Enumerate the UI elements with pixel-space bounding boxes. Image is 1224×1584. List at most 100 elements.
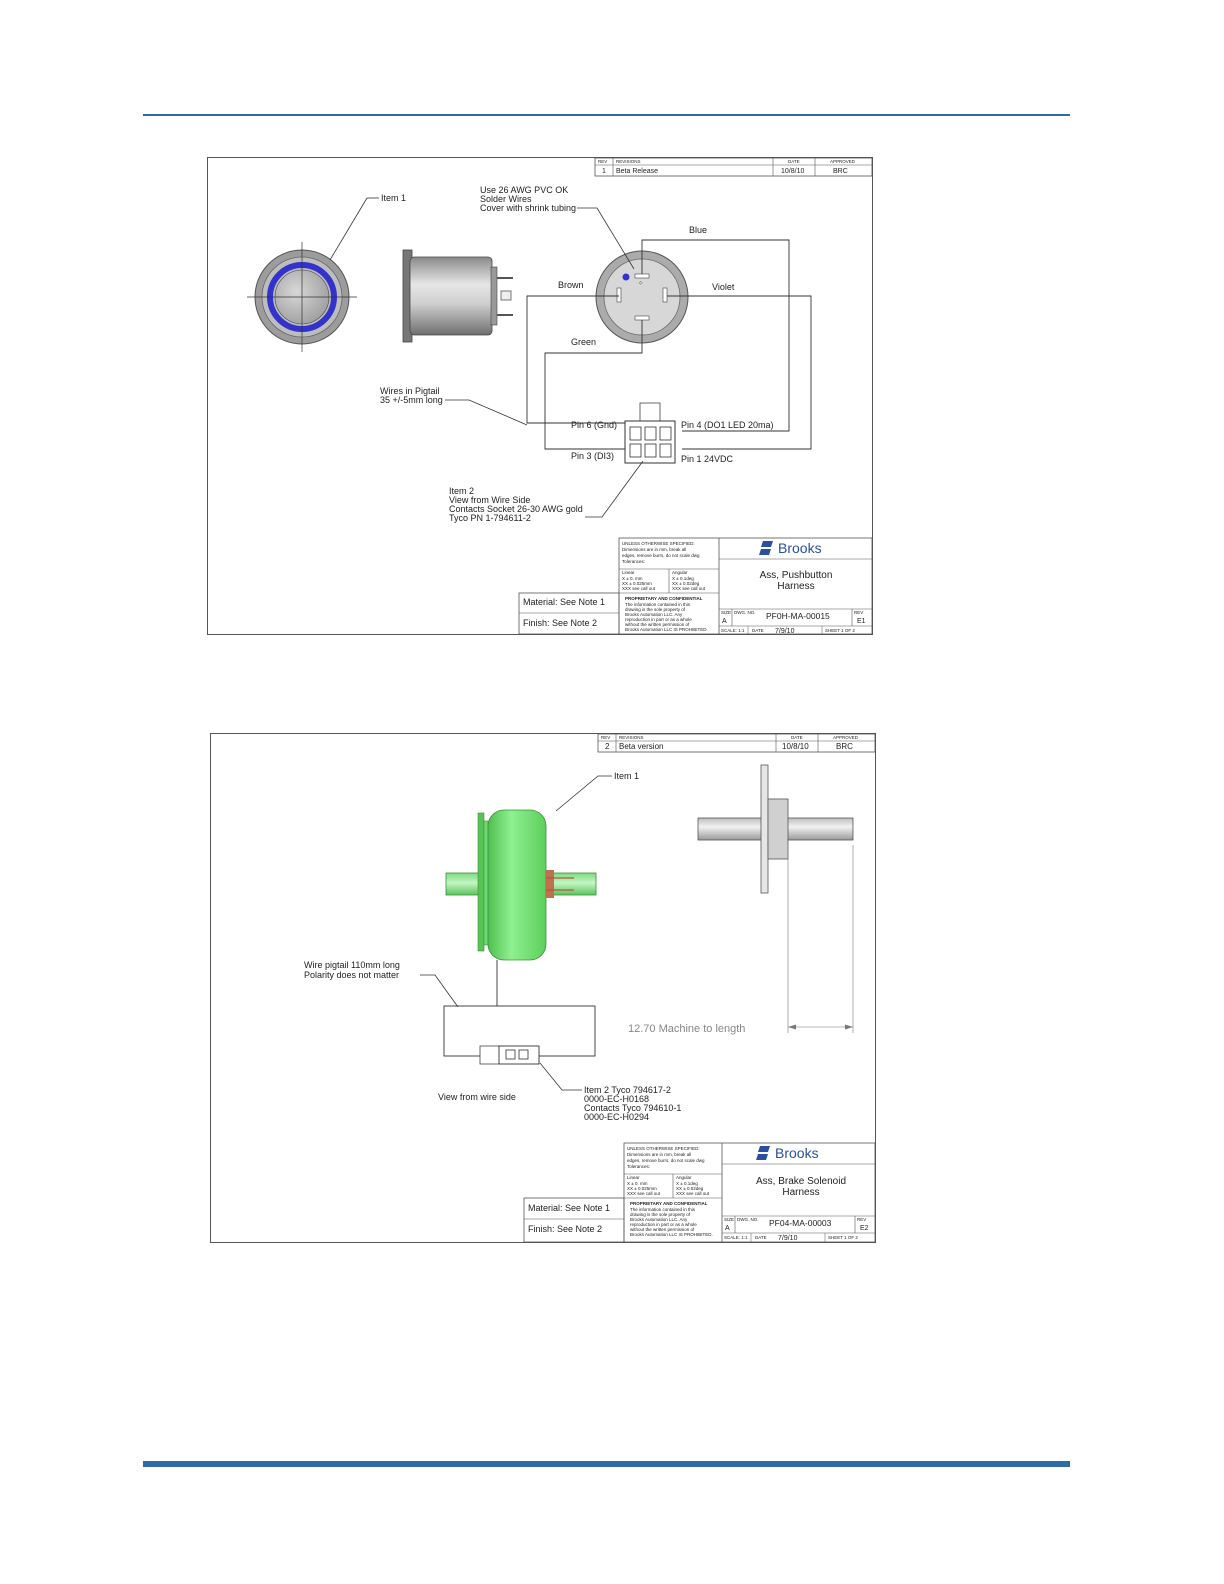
rev-date: 10/8/10 bbox=[782, 742, 809, 751]
tb-linear: Linear bbox=[622, 570, 635, 575]
pin6-label: Pin 6 (Gnd) bbox=[571, 420, 617, 430]
rev-header-revisions: REVISIONS bbox=[619, 735, 644, 740]
tb-material: Material: See Note 1 bbox=[523, 597, 605, 607]
tb-rev: E2 bbox=[860, 1225, 869, 1232]
wire-note-line2: Solder Wires bbox=[480, 194, 532, 204]
tb-material: Material: See Note 1 bbox=[528, 1203, 610, 1213]
rev-approved: BRC bbox=[833, 168, 848, 175]
tb-dwg-label: DWG. NO. bbox=[734, 610, 756, 615]
tb-prop-1: The information contained in this bbox=[625, 602, 691, 607]
pigtail-note-line2: Polarity does not matter bbox=[304, 970, 399, 980]
pushbutton-harness-drawing: REV REVISIONS DATE APPROVED 1 Beta Relea… bbox=[207, 157, 873, 635]
tb-title-1: Ass, Pushbutton bbox=[760, 570, 833, 581]
dimension-label: 12.70 Machine to length bbox=[628, 1023, 745, 1035]
shaft-side-view bbox=[697, 764, 854, 894]
tb-lin3: XXX see call out bbox=[627, 1191, 661, 1196]
tb-date: 7/9/10 bbox=[778, 1235, 798, 1242]
tb-title-2: Harness bbox=[782, 1187, 819, 1198]
revision-block: REV REVISIONS DATE APPROVED 2 Beta versi… bbox=[597, 733, 876, 753]
tb-lin3: XXX see call out bbox=[622, 586, 656, 591]
wire-label-brown: Brown bbox=[558, 280, 584, 290]
title-block: UNLESS OTHERWISE SPECIFIED: Dimensions a… bbox=[523, 1142, 876, 1243]
wire-label-blue: Blue bbox=[689, 225, 707, 235]
tb-size: A bbox=[725, 1225, 730, 1232]
tb-lin2: XX ± 0.025mm bbox=[627, 1186, 657, 1191]
tb-dwg-label: DWG. NO. bbox=[737, 1217, 759, 1222]
rev-number: 1 bbox=[602, 168, 606, 175]
tb-size: A bbox=[722, 618, 727, 625]
rev-approved: BRC bbox=[836, 742, 853, 751]
wire-label-violet: Violet bbox=[712, 282, 735, 292]
item2-line2: 0000-EC-H0168 bbox=[584, 1094, 649, 1104]
wire-note-line1: Use 26 AWG PVC OK bbox=[480, 185, 568, 195]
tb-prop-3: Brooks Automation LLC. Any bbox=[625, 612, 683, 617]
tb-date: 7/9/10 bbox=[775, 628, 795, 635]
rev-date: 10/8/10 bbox=[781, 168, 804, 175]
tb-prop-5: without the written permission of bbox=[630, 1227, 695, 1232]
tb-ang2: XX ± 0.02deg bbox=[676, 1186, 704, 1191]
tb-dwg-no: PF0H-MA-00015 bbox=[766, 611, 830, 621]
item1-label: Item 1 bbox=[381, 193, 406, 203]
tb-title-1: Ass, Brake Solenoid bbox=[756, 1176, 846, 1187]
tb-rev-label: REV bbox=[854, 610, 863, 615]
item2-line2: View from Wire Side bbox=[449, 495, 530, 505]
rev-header-date: DATE bbox=[788, 159, 800, 164]
item2-line1: Item 2 Tyco 794617-2 bbox=[584, 1085, 671, 1095]
tb-unless-1: UNLESS OTHERWISE SPECIFIED: bbox=[627, 1146, 700, 1151]
connector-plug bbox=[479, 1045, 540, 1065]
tb-unless-4: Tolerances: bbox=[622, 559, 645, 564]
tb-prop-2: drawing is the sole property of bbox=[630, 1212, 691, 1217]
tb-size-label: SIZE bbox=[724, 1217, 734, 1222]
pin1-label: Pin 1 24VDC bbox=[681, 454, 734, 464]
rev-description: Beta version bbox=[619, 742, 663, 751]
sheet-border bbox=[207, 157, 873, 635]
tb-unless-3: edges, remove burrs, do not scale dwg bbox=[627, 1158, 705, 1163]
rev-description: Beta Release bbox=[616, 168, 658, 175]
tb-unless-2: Dimensions are in mm, break all bbox=[622, 547, 686, 552]
tb-ang2: XX ± 0.02deg bbox=[672, 581, 700, 586]
tb-unless-1: UNLESS OTHERWISE SPECIFIED: bbox=[622, 541, 695, 546]
brake-solenoid-body bbox=[445, 809, 597, 961]
brooks-logo-icon bbox=[756, 1146, 770, 1160]
header-rule bbox=[143, 114, 1070, 116]
tb-lin2: XX ± 0.025mm bbox=[622, 581, 652, 586]
pigtail-note-line2: 35 +/-5mm long bbox=[380, 395, 443, 405]
title-block: UNLESS OTHERWISE SPECIFIED: Dimensions a… bbox=[518, 537, 873, 635]
wire-label-green: Green bbox=[571, 337, 596, 347]
tb-prop-6: Brooks Automation LLC IS PROHIBITED. bbox=[630, 1232, 713, 1237]
tb-finish: Finish: See Note 2 bbox=[528, 1224, 602, 1234]
tb-prop-1: The information contained in this bbox=[630, 1207, 696, 1212]
length-dimension: 12.70 Machine to length bbox=[628, 845, 854, 1035]
tb-prop-2: drawing is the sole property of bbox=[625, 607, 686, 612]
tb-ang1: X ± 0.1deg bbox=[672, 576, 694, 581]
view-from-wire-side-label: View from wire side bbox=[438, 1092, 516, 1102]
tb-lin1: X ± 0. mm bbox=[622, 576, 643, 581]
tb-ang3: XXX see call out bbox=[672, 586, 706, 591]
rev-header-date: DATE bbox=[791, 735, 803, 740]
item1-label: Item 1 bbox=[614, 771, 639, 781]
tb-finish: Finish: See Note 2 bbox=[523, 618, 597, 628]
tb-angular: Angular bbox=[672, 570, 688, 575]
tb-angular: Angular bbox=[676, 1175, 692, 1180]
tb-unless-4: Tolerances: bbox=[627, 1164, 650, 1169]
rev-header-approved: APPROVED bbox=[833, 735, 859, 740]
revision-block: REV REVISIONS DATE APPROVED 1 Beta Relea… bbox=[594, 157, 873, 177]
item2-line1: Item 2 bbox=[449, 486, 474, 496]
tb-sheet: SHEET 1 OF 2 bbox=[825, 628, 855, 633]
connector-socket bbox=[624, 402, 676, 464]
rear-marking: ◇ bbox=[639, 280, 643, 285]
wire-note-line3: Cover with shrink tubing bbox=[480, 203, 576, 213]
pushbutton-front-view bbox=[247, 242, 357, 352]
tb-ang1: X ± 0.1deg bbox=[676, 1181, 698, 1186]
tb-rev: E1 bbox=[857, 618, 866, 625]
tb-rev-label: REV bbox=[857, 1217, 866, 1222]
brand-name: Brooks bbox=[775, 1145, 819, 1161]
tb-sheet: SHEET 1 OF 2 bbox=[828, 1235, 858, 1240]
led-indicator-dot bbox=[622, 273, 630, 281]
tb-prop-title: PROPRIETARY AND CONFIDENTIAL bbox=[630, 1201, 708, 1206]
rev-header-revisions: REVISIONS bbox=[616, 159, 641, 164]
tb-ang3: XXX see call out bbox=[676, 1191, 710, 1196]
tb-prop-3: Brooks Automation LLC. Any bbox=[630, 1217, 688, 1222]
footer-rule bbox=[143, 1461, 1070, 1467]
tb-date-label: DATE bbox=[755, 1235, 767, 1240]
